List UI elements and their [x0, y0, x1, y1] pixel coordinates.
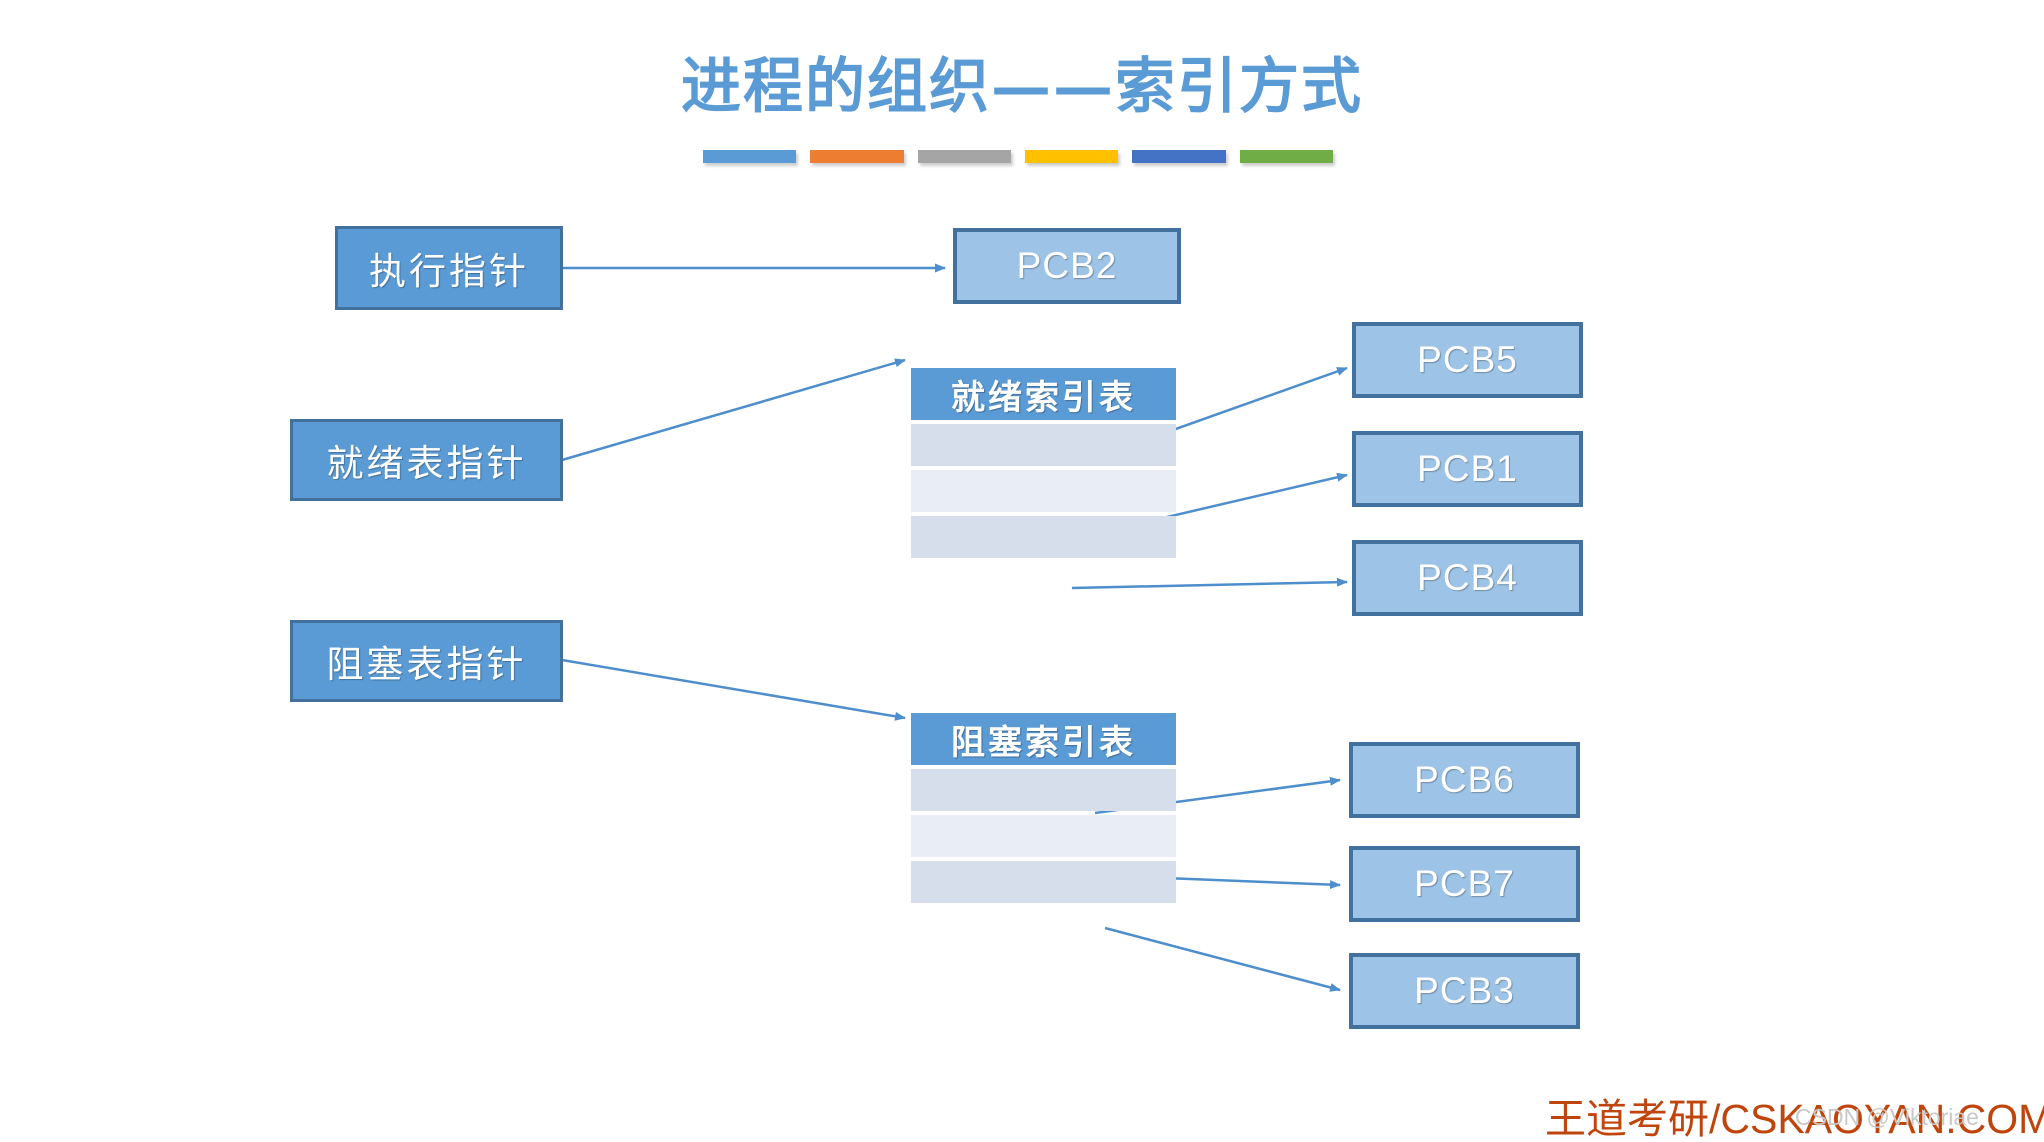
ready-index-table-header: 就绪索引表	[911, 368, 1176, 420]
connector-ready-row-3-to-pcb4	[1071, 577, 1348, 590]
pcb-box-blocked-pcb7[interactable]: PCB7	[1349, 846, 1580, 922]
pcb-box-blocked-pcb3[interactable]: PCB3	[1349, 953, 1580, 1029]
pointer-box-blocked-label: 阻塞表指针	[326, 643, 527, 686]
accent-bar-yellow	[1024, 150, 1119, 163]
connector-blocked-pointer-to-blocked-table	[561, 658, 906, 721]
pcb-box-blocked-pcb6-label: PCB6	[1414, 759, 1515, 800]
ready-index-table: 就绪索引表	[911, 368, 1176, 558]
blocked-index-table-row-1[interactable]	[911, 769, 1176, 811]
pointer-box-ready-label: 就绪表指针	[326, 442, 527, 485]
page-title: 进程的组织——索引方式	[681, 52, 1363, 122]
ready-index-table-row-3[interactable]	[911, 516, 1176, 558]
accent-bar-navy	[1132, 150, 1226, 163]
title-accent-bars	[703, 150, 1333, 166]
connector-ready-pointer-to-ready-table	[561, 358, 906, 462]
accent-bar-blue	[703, 150, 797, 163]
pcb-box-ready-pcb5[interactable]: PCB5	[1352, 322, 1583, 398]
pcb-box-ready-pcb4[interactable]: PCB4	[1352, 540, 1583, 616]
ready-index-table-row-2[interactable]	[911, 470, 1176, 512]
blocked-index-table-row-2[interactable]	[911, 815, 1176, 857]
footer-watermark-text: CSDN @Viktoriae	[1795, 1104, 1979, 1130]
connector-blocked-row-3-to-pcb3	[1104, 926, 1341, 992]
ready-index-table-row-1[interactable]	[911, 424, 1176, 466]
accent-bar-orange	[810, 150, 904, 163]
accent-bar-green	[1239, 150, 1333, 163]
pcb-box-ready-pcb1[interactable]: PCB1	[1352, 431, 1583, 507]
pcb-box-running-pcb2[interactable]: PCB2	[953, 228, 1181, 304]
pcb-box-ready-pcb1-label: PCB1	[1417, 448, 1518, 489]
blocked-index-table-header: 阻塞索引表	[911, 713, 1176, 765]
pcb-box-blocked-pcb7-label: PCB7	[1414, 863, 1515, 904]
pcb-box-ready-pcb5-label: PCB5	[1417, 339, 1518, 380]
pcb-box-blocked-pcb6[interactable]: PCB6	[1349, 742, 1580, 818]
pcb-box-ready-pcb4-label: PCB4	[1417, 557, 1518, 598]
pcb-box-blocked-pcb3-label: PCB3	[1414, 970, 1515, 1011]
pointer-box-running-label: 执行指针	[369, 250, 529, 293]
blocked-index-table-row-3[interactable]	[911, 861, 1176, 903]
footer-brand-text: 王道考研/CSKAOYAN.COM	[1545, 1096, 2044, 1142]
accent-bar-gray	[917, 150, 1011, 163]
pointer-box-ready[interactable]: 就绪表指针	[290, 419, 563, 501]
blocked-index-table: 阻塞索引表	[911, 713, 1176, 903]
pcb-box-running-pcb2-label: PCB2	[1016, 245, 1118, 286]
pointer-box-running[interactable]: 执行指针	[335, 226, 563, 310]
pointer-box-blocked[interactable]: 阻塞表指针	[290, 620, 563, 702]
